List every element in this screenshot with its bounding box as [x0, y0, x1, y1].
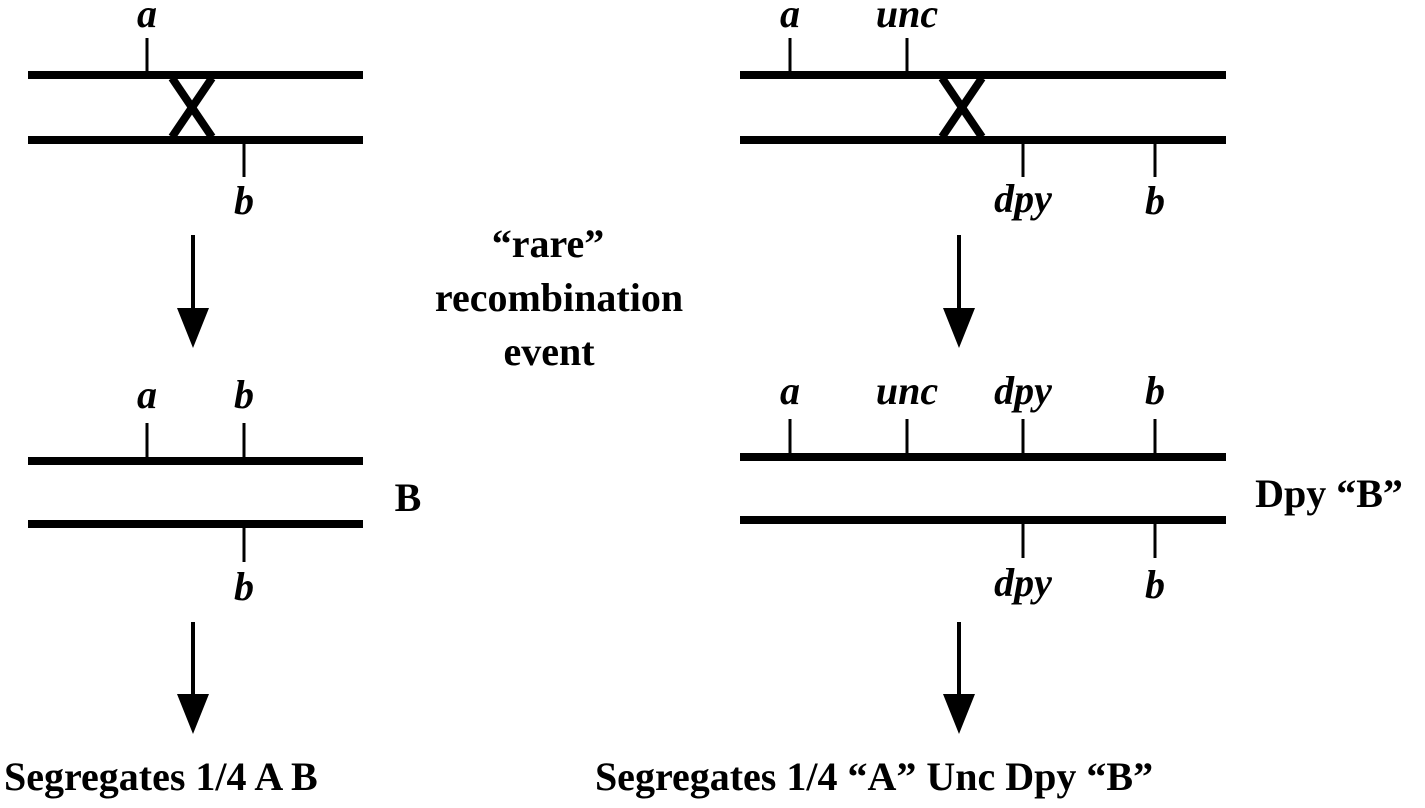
right-bottom-b-lower-label: b	[1145, 562, 1165, 607]
right-top-dpy-label: dpy	[994, 176, 1052, 221]
right-arrow-down-1	[943, 235, 975, 348]
left-arrow-down-1	[177, 235, 209, 348]
right-crossover-mark	[938, 75, 986, 140]
center-caption-line1: “rare”	[492, 221, 605, 266]
left-bottom-b-lower-label: b	[234, 564, 254, 609]
right-phenotype-label: Dpy “B”	[1255, 471, 1403, 516]
left-bottom-a-label: a	[137, 372, 157, 417]
left-phenotype-label: B	[395, 475, 422, 520]
left-arrow-down-2	[177, 622, 209, 734]
right-bottom-unc-label: unc	[876, 368, 938, 413]
right-top-a-label: a	[780, 0, 800, 36]
right-bottom-b-upper-label: b	[1145, 368, 1165, 413]
right-top-b-label: b	[1145, 178, 1165, 223]
center-caption-line3: event	[503, 329, 595, 374]
left-top-a-label: a	[137, 0, 157, 36]
right-arrow-down-2	[943, 622, 975, 734]
left-crossover-mark	[168, 75, 216, 140]
center-caption-line2: recombination	[435, 275, 683, 320]
left-panel: a b a b b B Segregates 1/4 A B	[4, 0, 421, 799]
right-result-text: Segregates 1/4 “A” Unc Dpy “B”	[595, 754, 1153, 799]
center-caption: “rare” recombination event	[435, 221, 683, 374]
left-top-b-label: b	[234, 178, 254, 223]
right-top-unc-label: unc	[876, 0, 938, 36]
left-bottom-b-upper-label: b	[234, 372, 254, 417]
right-bottom-dpy-lower-label: dpy	[994, 560, 1052, 605]
right-bottom-dpy-upper-label: dpy	[994, 368, 1052, 413]
right-bottom-a-label: a	[780, 368, 800, 413]
right-panel: a unc dpy b a unc dpy b dpy b Dpy “B” Se…	[595, 0, 1403, 799]
left-result-text: Segregates 1/4 A B	[4, 754, 318, 799]
